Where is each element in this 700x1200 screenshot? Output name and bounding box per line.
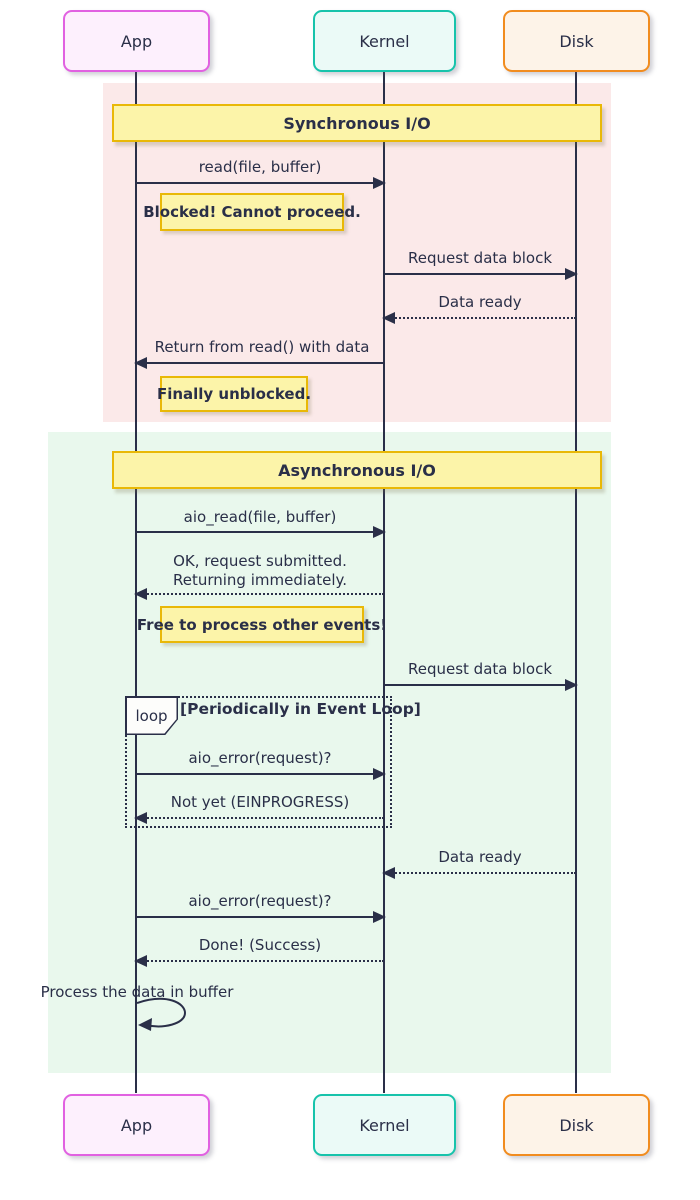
arrowhead-left-icon xyxy=(134,812,147,824)
note-unblocked: Finally unblocked. xyxy=(156,376,312,412)
arrow-aio-error-1 xyxy=(136,768,386,780)
arrow-read xyxy=(136,177,386,189)
loop-tag: loop xyxy=(125,696,178,735)
actor-kernel-label: Kernel xyxy=(359,31,410,51)
message-label-ok-submitted: OK, request submitted. Returning immedia… xyxy=(173,552,347,590)
arrowhead-right-icon xyxy=(373,768,386,780)
sync-section-banner: Synchronous I/O xyxy=(112,104,602,142)
arrow-data-ready-2 xyxy=(382,867,576,879)
message-label-ok-line2: Returning immediately. xyxy=(172,571,348,589)
arrow-data-ready-1 xyxy=(382,312,576,324)
actor-app-top: App xyxy=(63,10,210,72)
note-free-label: Free to process other events! xyxy=(136,615,388,634)
arrowhead-left-icon xyxy=(382,312,395,324)
arrowhead-right-icon xyxy=(373,911,386,923)
actor-kernel-bottom: Kernel xyxy=(313,1094,456,1156)
self-loop-arrow xyxy=(137,997,187,1031)
actor-app-label: App xyxy=(120,31,153,51)
message-label-return-read: Return from read() with data xyxy=(154,338,370,356)
actor-app-bottom: App xyxy=(63,1094,210,1156)
actor-disk-bottom: Disk xyxy=(503,1094,650,1156)
arrowhead-right-icon xyxy=(565,268,578,280)
arrow-aio-error-2 xyxy=(136,911,386,923)
arrowhead-left-icon xyxy=(134,955,147,967)
message-label-aio-read: aio_read(file, buffer) xyxy=(183,508,337,526)
actor-kernel-label: Kernel xyxy=(359,1115,410,1135)
message-label-ok-line1: OK, request submitted. xyxy=(173,552,347,570)
note-blocked-label: Blocked! Cannot proceed. xyxy=(143,203,361,221)
lifeline-disk xyxy=(575,71,577,1093)
actor-app-label: App xyxy=(120,1115,153,1135)
message-label-request-block-2: Request data block xyxy=(407,660,553,678)
async-section-banner: Asynchronous I/O xyxy=(112,451,602,489)
arrow-ok-submitted xyxy=(134,588,384,600)
arrow-request-block-1 xyxy=(384,268,578,280)
loop-condition: [Periodically in Event Loop] xyxy=(180,700,421,718)
arrow-request-block-2 xyxy=(384,679,578,691)
message-label-done: Done! (Success) xyxy=(198,936,322,954)
arrowhead-right-icon xyxy=(373,526,386,538)
message-label-data-ready-2: Data ready xyxy=(438,848,522,866)
arrow-not-yet xyxy=(134,812,384,824)
actor-disk-label: Disk xyxy=(559,1115,594,1135)
arrowhead-right-icon xyxy=(373,177,386,189)
message-label-aio-error-1: aio_error(request)? xyxy=(188,749,332,767)
arrow-aio-read xyxy=(136,526,386,538)
message-label-data-ready-1: Data ready xyxy=(438,293,522,311)
message-label-not-yet: Not yet (EINPROGRESS) xyxy=(170,793,350,811)
lifeline-kernel xyxy=(383,71,385,1093)
actor-kernel-top: Kernel xyxy=(313,10,456,72)
loop-tag-label: loop xyxy=(126,697,177,734)
actor-disk-label: Disk xyxy=(559,31,594,51)
message-label-read: read(file, buffer) xyxy=(198,158,322,176)
sync-section-title: Synchronous I/O xyxy=(283,113,431,133)
loop-frame xyxy=(125,696,392,828)
note-free: Free to process other events! xyxy=(137,606,387,643)
arrow-return-read xyxy=(134,357,384,369)
message-label-aio-error-2: aio_error(request)? xyxy=(188,892,332,910)
arrowhead-right-icon xyxy=(565,679,578,691)
lifeline-app xyxy=(135,71,137,1093)
note-blocked: Blocked! Cannot proceed. xyxy=(143,193,361,231)
note-unblocked-label: Finally unblocked. xyxy=(156,385,312,403)
message-label-process-data: Process the data in buffer xyxy=(40,983,234,1001)
arrowhead-left-icon xyxy=(382,867,395,879)
actor-disk-top: Disk xyxy=(503,10,650,72)
message-label-request-block-1: Request data block xyxy=(407,249,553,267)
arrow-done xyxy=(134,955,384,967)
arrowhead-left-icon xyxy=(134,588,147,600)
async-section-title: Asynchronous I/O xyxy=(278,460,436,480)
arrowhead-left-icon xyxy=(134,357,147,369)
